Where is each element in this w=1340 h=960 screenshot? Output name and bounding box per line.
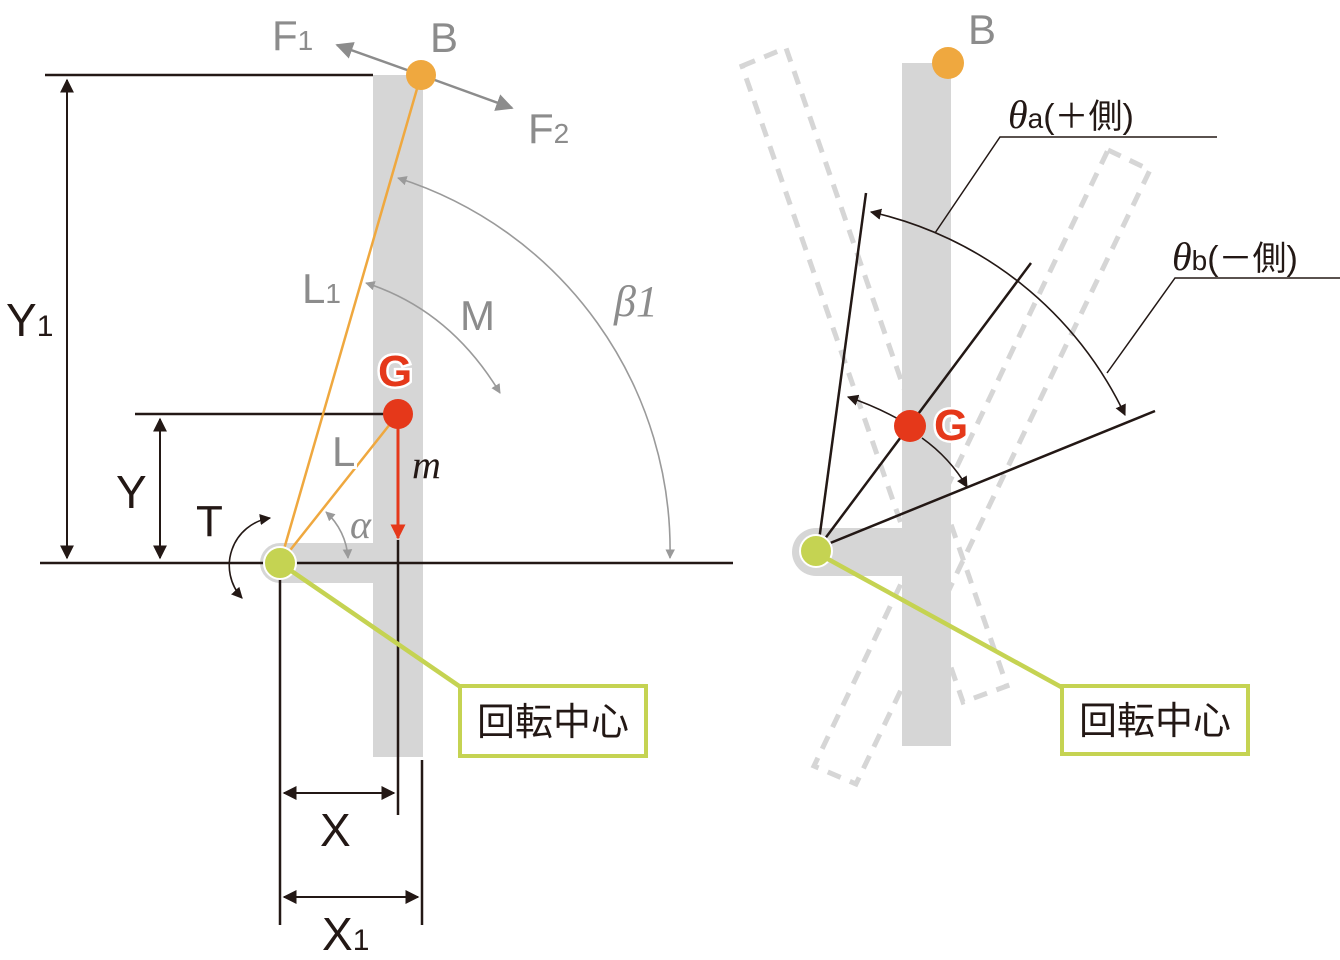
beta1-label: β1: [613, 277, 658, 326]
g-minus-arrow: [921, 437, 968, 488]
rotated-bar-minus-ghost: [810, 146, 1154, 788]
l-label: L: [332, 428, 355, 475]
plus-limit-line: [816, 192, 868, 549]
x-label: X: [320, 804, 351, 856]
y-label: Y: [116, 466, 147, 518]
theta-b-label: θb(－側): [1172, 234, 1298, 279]
torque-label: T: [196, 497, 223, 546]
b-label: B: [430, 14, 458, 61]
pivot-label: 回転中心: [477, 702, 629, 744]
mass-label: m: [412, 442, 441, 487]
pivot-label-box: [1060, 684, 1250, 756]
f2-arrow: [420, 73, 514, 111]
b-label: B: [968, 6, 996, 53]
g-label: G: [934, 401, 968, 450]
left-diagram: B F1 F2 Y1 Y L1 L M β1 G m T α X X1 回転中心: [6, 12, 733, 960]
right-diagram: B G θa(＋側) θb(－側) 回転中心: [738, 6, 1340, 788]
theta-a-leader: [934, 136, 1217, 234]
l1-line: [278, 74, 423, 564]
minus-limit-line: [817, 409, 1156, 550]
pivot-label-box: [458, 684, 648, 758]
f2-label: F2: [528, 105, 569, 152]
x1-label: X1: [322, 908, 369, 960]
l1-label: L1: [302, 265, 341, 312]
g-label: G: [378, 347, 412, 396]
moment-label: M: [460, 292, 495, 339]
theta-a-label: θa(＋側): [1008, 92, 1134, 137]
torque-arc: [228, 514, 272, 599]
moment-arc: [365, 281, 501, 394]
y1-label: Y1: [6, 294, 53, 346]
beta1-arc: [397, 176, 675, 559]
l-line: [279, 413, 399, 564]
point-g: [894, 410, 926, 442]
pivot-leader: [824, 556, 1065, 690]
pivot-point: [263, 546, 297, 580]
rotated-bar-plus-ghost: [738, 44, 1011, 706]
point-b: [932, 47, 964, 79]
point-b: [406, 60, 436, 90]
pivot-leader: [288, 568, 464, 690]
alpha-label: α: [350, 502, 372, 547]
alpha-arc: [325, 511, 353, 559]
theta-b-leader: [1106, 277, 1340, 374]
theta-range-arc: [869, 208, 1126, 417]
f1-label: F1: [272, 12, 313, 59]
g-plus-arrow: [846, 394, 901, 421]
pivot-point: [799, 534, 833, 568]
point-g: [383, 399, 413, 429]
pivot-label: 回転中心: [1079, 701, 1231, 743]
